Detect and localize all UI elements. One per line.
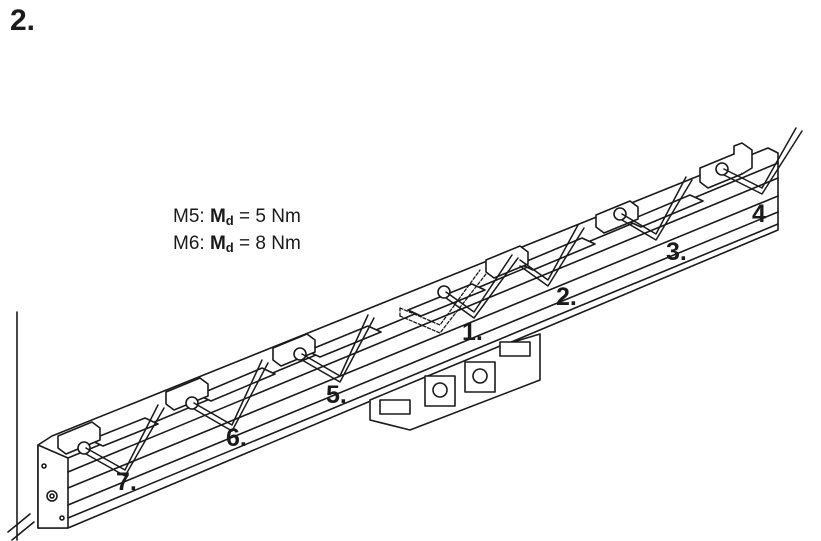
- sequence-label-6: 6.: [226, 424, 247, 452]
- sequence-label-3: 3.: [666, 238, 687, 266]
- torque-spec-m5: M5: Md = 5 Nm: [173, 207, 301, 227]
- scanning-head: [369, 333, 541, 431]
- thread-size: M5:: [173, 206, 205, 227]
- sequence-label-4: 4: [752, 200, 766, 228]
- torque-symbol: Md: [209, 233, 234, 255]
- sequence-label-5: 5.: [326, 381, 347, 409]
- end-block-hole: [46, 490, 58, 502]
- torque-symbol: Md: [209, 206, 234, 228]
- sequence-label-2: 2.: [556, 283, 577, 311]
- sealing-lips: [89, 194, 704, 447]
- torque-value: = 8 Nm: [239, 233, 301, 254]
- screw-heads: [77, 162, 729, 455]
- torque-spec-m6: M6: Md = 8 Nm: [173, 234, 301, 254]
- mounting-wall: [7, 311, 35, 541]
- thread-size: M6:: [173, 233, 205, 254]
- torque-value: = 5 Nm: [239, 206, 301, 227]
- hidden-hex-key: [399, 269, 487, 334]
- sequence-label-1: 1.: [462, 318, 483, 346]
- hex-keys: [85, 127, 803, 477]
- sequence-label-7: 7.: [116, 468, 137, 496]
- step-number: 2.: [10, 4, 36, 37]
